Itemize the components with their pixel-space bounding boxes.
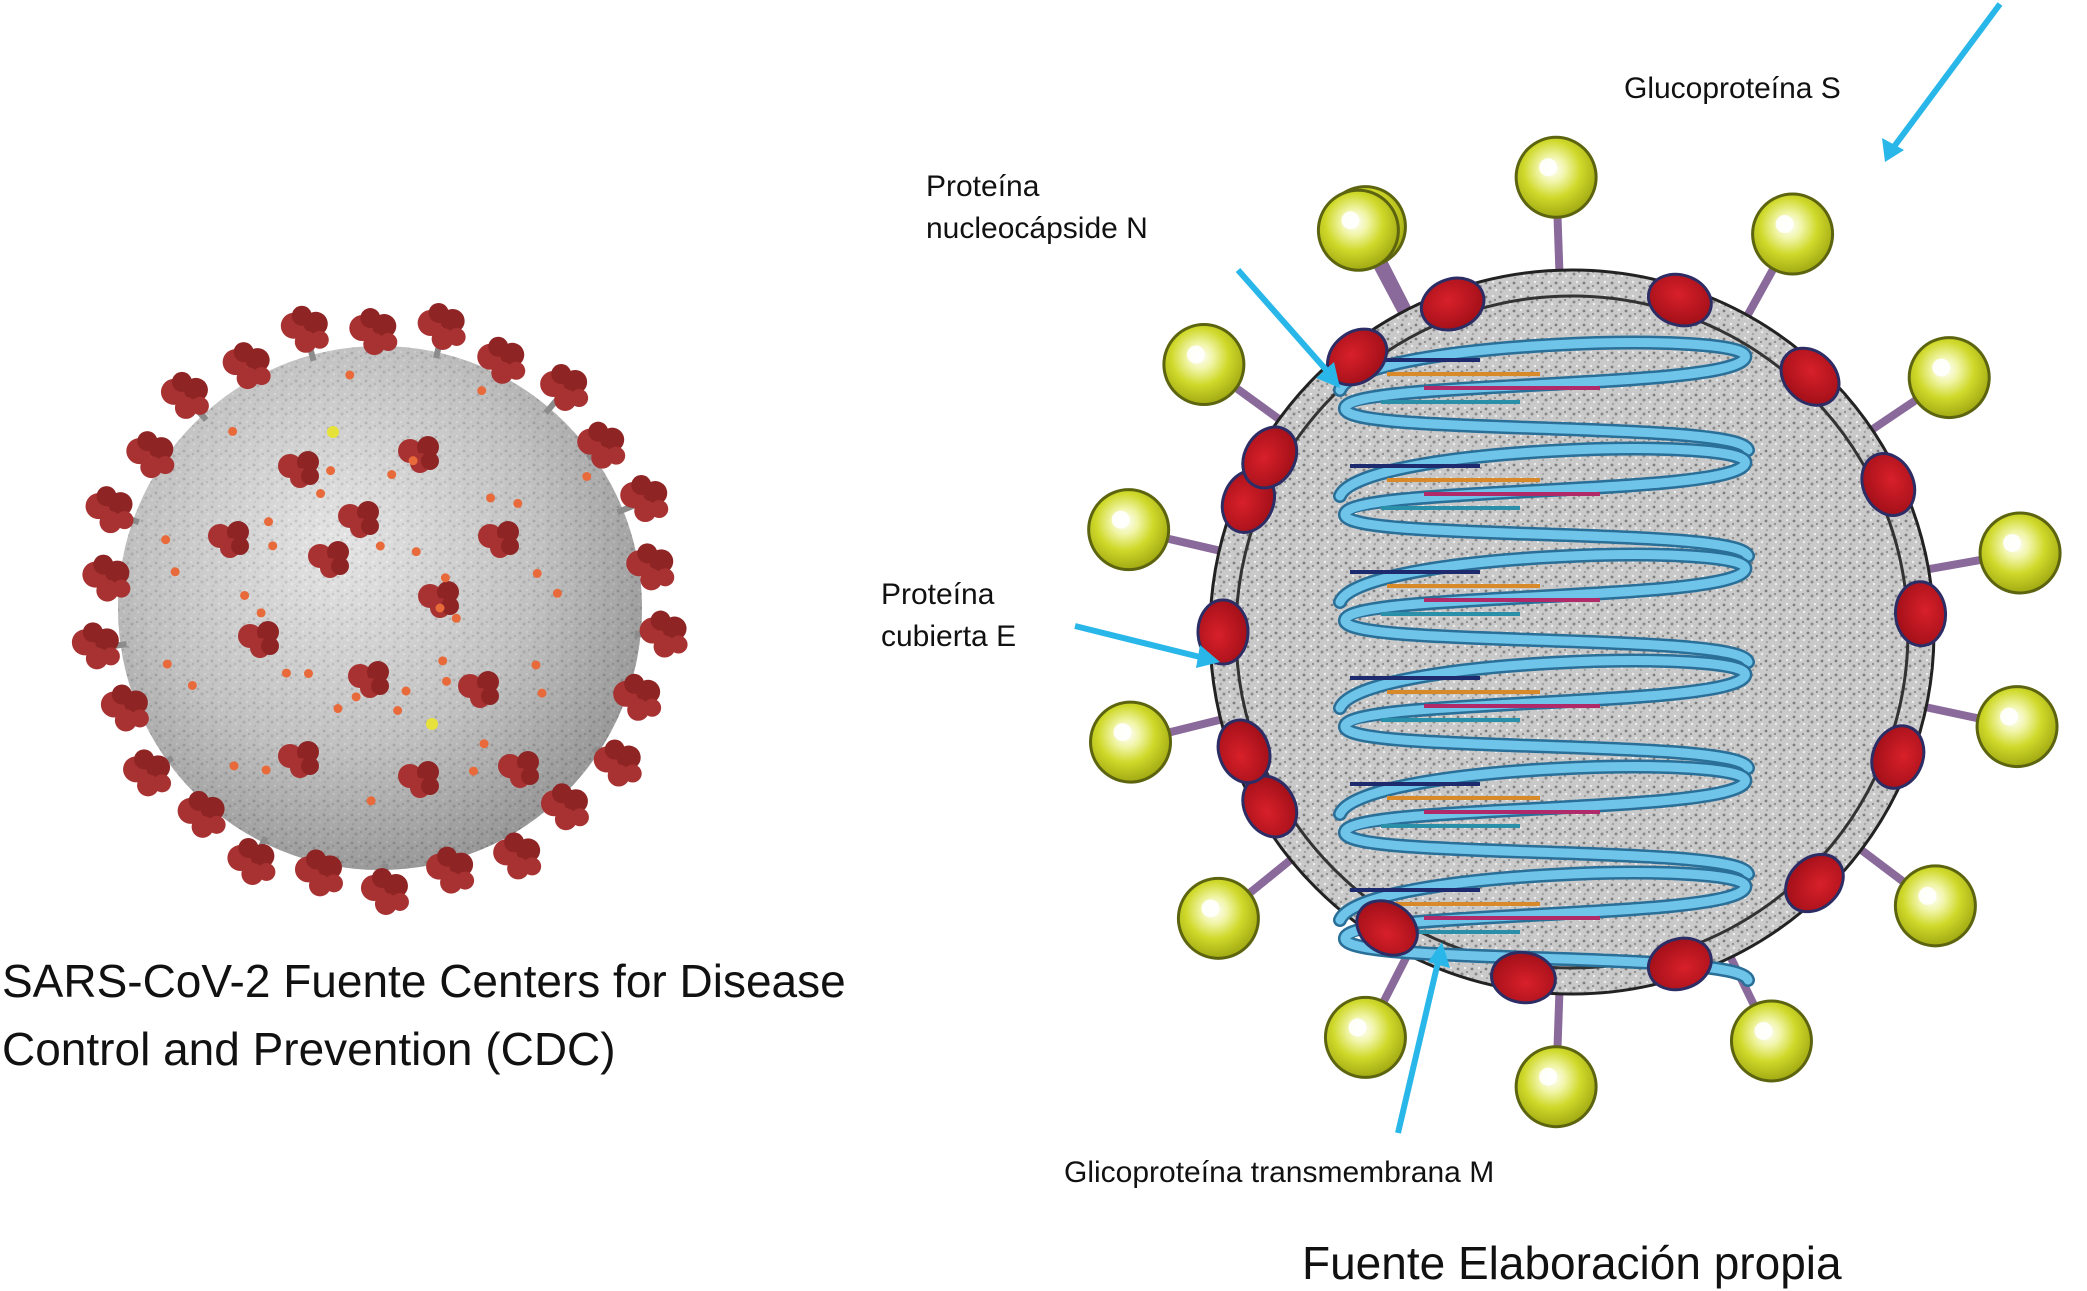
spike-head xyxy=(1318,190,1398,270)
cdc-orange-dot xyxy=(264,517,273,526)
cdc-spike xyxy=(86,486,134,533)
cdc-orange-dot xyxy=(441,573,450,582)
cdc-orange-dot xyxy=(477,386,486,395)
cdc-spike xyxy=(540,364,588,411)
cdc-spike xyxy=(640,611,688,658)
label-envelope-line2: cubierta E xyxy=(881,616,1016,658)
cdc-spike xyxy=(161,372,209,419)
cdc-orange-dot xyxy=(412,547,421,556)
cdc-orange-dot xyxy=(438,656,447,665)
cdc-orange-dot xyxy=(537,689,546,698)
label-nucleocapsid-line1: Proteína xyxy=(926,166,1148,208)
cdc-orange-dot xyxy=(531,660,540,669)
cdc-orange-dot xyxy=(402,687,411,696)
cdc-orange-dot xyxy=(345,370,354,379)
cdc-orange-dot xyxy=(367,796,376,805)
spike-head xyxy=(1089,490,1169,570)
cdc-orange-dot xyxy=(480,739,489,748)
caption-own: Fuente Elaboración propia xyxy=(1302,1240,1842,1286)
arrow-spike xyxy=(1882,4,2000,162)
cdc-orange-dot xyxy=(513,499,522,508)
label-nucleocapsid: Proteína nucleocápside N xyxy=(926,166,1148,250)
cdc-yellow-dot xyxy=(426,718,438,730)
spike-head xyxy=(1895,866,1975,946)
cdc-orange-dot xyxy=(304,669,313,678)
cdc-orange-dot xyxy=(376,542,385,551)
label-nucleocapsid-line2: nucleocápside N xyxy=(926,208,1148,250)
cdc-spike xyxy=(126,431,174,478)
cdc-orange-dot xyxy=(262,765,271,774)
cdc-orange-dot xyxy=(409,456,418,465)
caption-cdc: SARS-CoV-2 Fuente Centers for Disease Co… xyxy=(2,958,846,1094)
cdc-orange-dot xyxy=(393,706,402,715)
cdc-spike xyxy=(418,303,466,350)
cdc-orange-dot xyxy=(387,470,396,479)
cdc-orange-dot xyxy=(442,677,451,686)
spike-head xyxy=(1516,137,1596,217)
cdc-orange-dot xyxy=(553,589,562,598)
cdc-orange-dot xyxy=(268,541,277,550)
cdc-spike xyxy=(72,622,120,669)
cdc-orange-dot xyxy=(582,472,591,481)
spike-head xyxy=(1164,325,1244,405)
cdc-orange-dot xyxy=(352,692,361,701)
cdc-orange-dot xyxy=(436,604,445,613)
cdc-orange-dot xyxy=(469,767,478,776)
cdc-orange-dot xyxy=(326,466,335,475)
caption-cdc-line2: Control and Prevention (CDC) xyxy=(2,1026,846,1072)
spike-head xyxy=(1178,878,1258,958)
spike-head xyxy=(1091,702,1171,782)
cdc-virus-illustration xyxy=(72,303,688,915)
cdc-orange-dot xyxy=(486,493,495,502)
spike-head xyxy=(1516,1047,1596,1127)
cdc-orange-dot xyxy=(228,427,237,436)
cdc-orange-dot xyxy=(257,608,266,617)
label-membrane-glycoprotein: Glicoproteína transmembrana M xyxy=(1064,1152,1494,1194)
cdc-spike xyxy=(227,838,275,885)
cdc-orange-dot xyxy=(452,614,461,623)
arrow-nucleocapsid xyxy=(1238,270,1340,388)
cdc-spike xyxy=(123,749,171,796)
cdc-spike xyxy=(361,868,409,915)
cdc-orange-dot xyxy=(230,761,239,770)
cdc-orange-dot xyxy=(240,591,249,600)
label-envelope: Proteína cubierta E xyxy=(881,574,1016,658)
cdc-orange-dot xyxy=(533,569,542,578)
cdc-spike xyxy=(223,342,271,389)
cdc-orange-dot xyxy=(188,681,197,690)
cdc-orange-dot xyxy=(333,704,342,713)
cdc-spike xyxy=(281,306,329,353)
cdc-yellow-dot xyxy=(327,426,339,438)
cdc-orange-dot xyxy=(161,535,170,544)
cdc-orange-dot xyxy=(282,669,291,678)
cdc-orange-dot xyxy=(163,660,172,669)
cdc-orange-dot xyxy=(316,489,325,498)
spike-head xyxy=(1980,513,2060,593)
virus-diagram xyxy=(1075,4,2060,1133)
spike-head xyxy=(1753,194,1833,274)
cdc-spike xyxy=(620,475,668,522)
spike-head xyxy=(1731,1001,1811,1081)
caption-cdc-line1: SARS-CoV-2 Fuente Centers for Disease xyxy=(2,958,846,1004)
cdc-orange-dot xyxy=(171,567,180,576)
spike-head xyxy=(1977,687,2057,767)
label-spike-glycoprotein: Glucoproteína S xyxy=(1624,68,1841,110)
label-envelope-line1: Proteína xyxy=(881,574,1016,616)
spike-head xyxy=(1909,338,1989,418)
spike-head xyxy=(1325,997,1405,1077)
